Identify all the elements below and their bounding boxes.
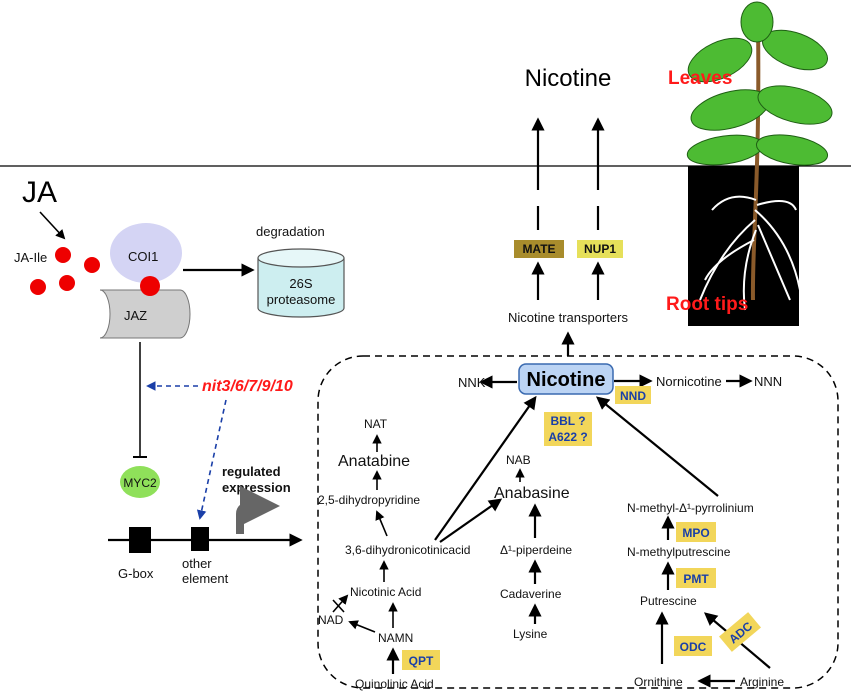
coi1-receptor (110, 223, 182, 283)
nad-label: NAD (318, 613, 344, 627)
nnn-label: NNN (754, 374, 782, 389)
myc2-factor (120, 466, 160, 498)
nicotine-top-label: Nicotine (525, 65, 612, 92)
bbl-a622-box (544, 412, 592, 446)
nat-label: NAT (364, 417, 388, 431)
jaz-repressor (99, 289, 191, 339)
nup1-label: NUP1 (584, 242, 616, 256)
qpt-label: QPT (409, 654, 434, 668)
nicotinic-acid-label: Nicotinic Acid (350, 585, 421, 599)
odc-label: ODC (680, 640, 707, 654)
proteasome-top (257, 248, 345, 268)
namn-label: NAMN (378, 631, 413, 645)
lysine-label: Lysine (513, 627, 548, 641)
proteasome-cylinder (257, 258, 345, 318)
jaz-label: JAZ (124, 308, 147, 323)
dihydropyridine-label: 2,5-dihydropyridine (318, 493, 420, 507)
nab-label: NAB (506, 453, 531, 467)
pyrrolinium-to-nicotine-arrow (595, 396, 719, 497)
dihydronicotinic-label: 3,6-dihydronicotinicacid (345, 543, 470, 557)
ja-ile-dot (30, 279, 46, 295)
mpo-label: MPO (682, 526, 709, 540)
other-element-box (191, 527, 209, 551)
pmt-box (676, 568, 716, 588)
nup1-box (577, 240, 623, 258)
nnd-box (615, 386, 651, 404)
piperdeine-label: Δ¹-piperdeine (500, 543, 572, 557)
nnk-label: NNK (458, 375, 486, 390)
adc-badge: ADC (719, 612, 761, 652)
proteasome-label-line2: proteasome (267, 292, 336, 307)
ja-ile-label: JA-Ile (14, 250, 47, 265)
ja-ile-dot (84, 257, 100, 273)
cadaverine-label: Cadaverine (500, 587, 562, 601)
ja-ile-dot (59, 275, 75, 291)
myc2-label: MYC2 (123, 476, 157, 490)
anabasine-label: Anabasine (494, 485, 570, 502)
gbox-element (129, 527, 151, 553)
nicotine-transporters-label: Nicotine transporters (508, 310, 628, 325)
odc-box (674, 636, 712, 656)
regulated-label-line2: expression (222, 480, 291, 495)
proteasome-label-line1: 26S (289, 276, 312, 291)
nicotine-box (518, 363, 614, 395)
gbox-label: G-box (118, 566, 154, 581)
nad-to-nicotinic-arrow (332, 594, 349, 613)
mate-box (514, 240, 564, 258)
pathway-boundary (317, 355, 839, 689)
anatabine-label: Anatabine (338, 453, 410, 470)
degradation-label: degradation (256, 224, 325, 239)
pyrrolinium-label: N-methyl-Δ¹-pyrrolinium (627, 501, 754, 515)
transcription-arrow (236, 486, 280, 534)
ja-ile-dot (55, 247, 71, 263)
regulated-label-line1: regulated (222, 464, 281, 479)
other-element-label-line1: other (182, 556, 212, 571)
bbl-label: BBL ? (550, 414, 585, 428)
a622-label: A622 ? (548, 430, 587, 444)
ja-label: JA (22, 176, 57, 209)
quinolinic-acid-label: Quinolinic Acid (355, 677, 434, 691)
dihydronicotinic-to-dihydropyridine-arrow (375, 510, 388, 537)
other-element-label-line2: element (182, 571, 229, 586)
namn-to-nad-arrow (348, 620, 376, 633)
nit-genes-label: nit3/6/7/9/10 (202, 378, 293, 395)
ornithine-label: Ornithine (634, 675, 683, 689)
mate-label: MATE (522, 242, 555, 256)
pmt-label: PMT (683, 572, 709, 586)
ja-ile-bound-dot (140, 276, 160, 296)
plant-illustration (686, 1, 833, 311)
ja-arrow (39, 211, 66, 240)
nnd-label: NND (620, 389, 646, 403)
coi1-label: COI1 (128, 249, 158, 264)
arginine-label: Arginine (740, 675, 784, 689)
nornicotine-label: Nornicotine (656, 374, 722, 389)
root-tips-label: Root tips (666, 294, 748, 315)
putrescine-label: Putrescine (640, 594, 697, 608)
nit-to-element-arrow (196, 399, 227, 520)
methylputrescine-label: N-methylputrescine (627, 545, 731, 559)
dihydronicotinic-to-nicotine-arrow (434, 395, 537, 541)
leaves-label: Leaves (668, 68, 732, 89)
mpo-box (676, 522, 716, 542)
qpt-box (402, 650, 440, 670)
dihydronicotinic-to-anabasine-arrow (439, 498, 503, 543)
adc-box (719, 612, 761, 652)
nicotine-box-label: Nicotine (527, 369, 606, 391)
